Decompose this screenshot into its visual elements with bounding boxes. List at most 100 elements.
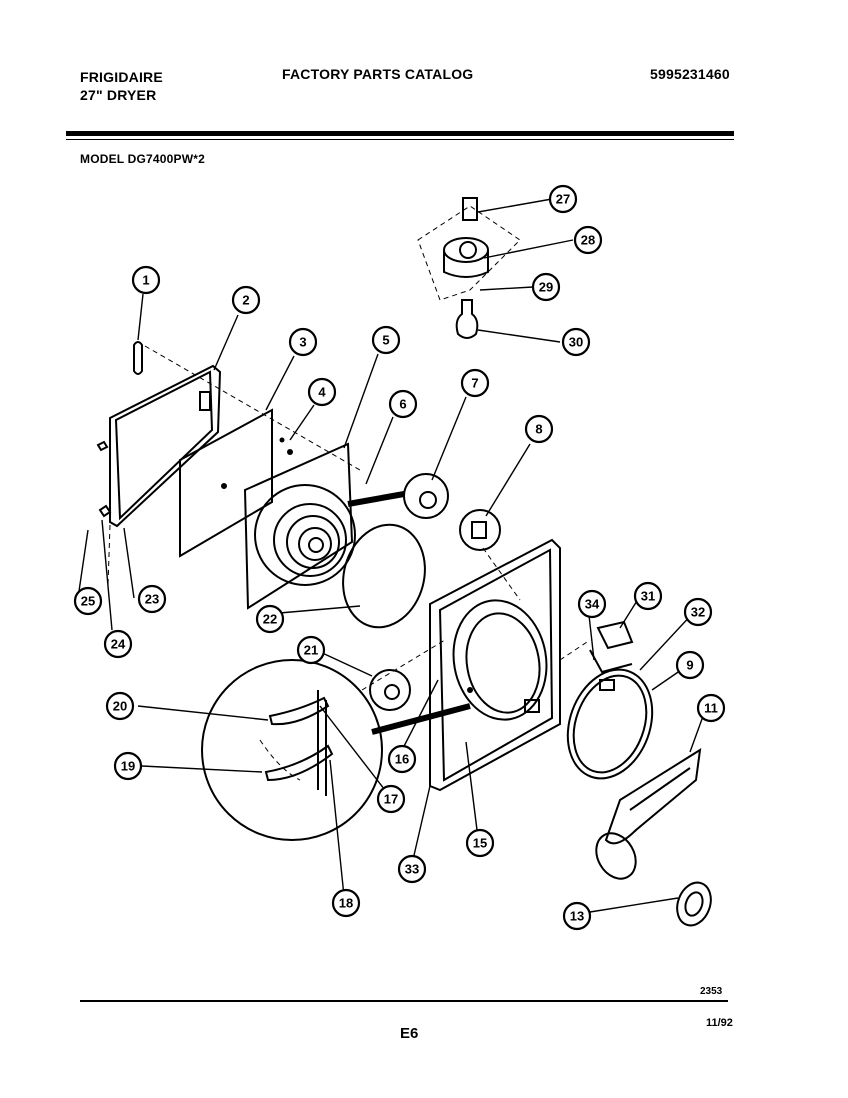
svg-text:28: 28: [581, 233, 595, 248]
svg-text:31: 31: [641, 589, 655, 604]
svg-text:19: 19: [121, 759, 135, 774]
bracket: [596, 620, 634, 650]
svg-text:32: 32: [691, 605, 705, 620]
callout-9: 9: [675, 650, 705, 680]
lamp-assembly: [417, 197, 521, 339]
svg-text:6: 6: [399, 397, 406, 412]
door-outer-panel-inner: [114, 370, 214, 521]
callout-19: 19: [113, 751, 143, 781]
door-latch-ring: [403, 473, 449, 519]
model-label: MODEL DG7400PW*2: [80, 152, 206, 166]
detail-magnifier: [201, 659, 383, 841]
door-inner-panel: [179, 408, 273, 558]
svg-text:16: 16: [395, 752, 409, 767]
callout-5: 5: [371, 325, 401, 355]
svg-text:3: 3: [299, 335, 306, 350]
page-number: E6: [400, 1025, 419, 1042]
svg-text:20: 20: [113, 699, 127, 714]
callout-3: 3: [288, 327, 318, 357]
callout-32: 32: [683, 597, 713, 627]
panel-screw: [221, 483, 227, 489]
callout-31: 31: [633, 581, 663, 611]
front-panel: [429, 538, 561, 792]
callout-17: 17: [376, 784, 406, 814]
svg-text:4: 4: [318, 385, 326, 400]
callout-34: 34: [577, 589, 607, 619]
hinge-bracket-upper: [268, 696, 330, 726]
callout-23: 23: [137, 584, 167, 614]
callout-8: 8: [524, 414, 554, 444]
callout-7: 7: [460, 368, 490, 398]
duct-seal-ring: [566, 668, 654, 780]
door-stop: [98, 504, 112, 518]
door-handle: [199, 391, 211, 411]
svg-text:27: 27: [556, 192, 570, 207]
hinge-bracket-lower: [264, 744, 334, 782]
callout-18: 18: [331, 888, 361, 918]
footer-rule: [80, 1000, 728, 1002]
door-gasket: [342, 523, 426, 629]
callout-29: 29: [531, 272, 561, 302]
duct-assembly: [566, 620, 712, 927]
svg-text:23: 23: [145, 592, 159, 607]
svg-text:17: 17: [384, 792, 398, 807]
catalog-title: FACTORY PARTS CATALOG: [282, 66, 474, 82]
svg-text:8: 8: [535, 422, 542, 437]
hinge-pin: [133, 341, 143, 375]
brand-block: FRIGIDAIRE 27" DRYER: [80, 68, 163, 104]
callout-6: 6: [388, 389, 418, 419]
callout-25: 25: [73, 586, 103, 616]
callout-2: 2: [231, 285, 261, 315]
svg-text:5: 5: [382, 333, 389, 348]
svg-text:15: 15: [473, 836, 487, 851]
callout-24: 24: [103, 629, 133, 659]
svg-text:25: 25: [81, 594, 95, 609]
callout-20: 20: [105, 691, 135, 721]
svg-text:21: 21: [304, 643, 318, 658]
svg-text:11: 11: [704, 701, 718, 716]
svg-text:29: 29: [539, 280, 553, 295]
callout-27: 27: [548, 184, 578, 214]
door-assembly: [96, 341, 426, 629]
header-rule-thin: [66, 139, 734, 140]
callout-15: 15: [465, 828, 495, 858]
catalog-number: 5995231460: [650, 66, 730, 82]
svg-text:22: 22: [263, 612, 277, 627]
callout-4: 4: [307, 377, 337, 407]
figure-number: 2353: [700, 986, 723, 997]
front-panel-assembly: [347, 473, 591, 792]
lint-duct: [604, 748, 702, 845]
bushing: [676, 881, 712, 927]
product-name: 27" DRYER: [80, 87, 157, 103]
svg-text:9: 9: [686, 658, 693, 673]
svg-text:1: 1: [142, 273, 149, 288]
window-ring: [254, 484, 356, 586]
callout-33: 33: [397, 854, 427, 884]
callout-16: 16: [387, 744, 417, 774]
callout-13: 13: [562, 901, 592, 931]
svg-text:7: 7: [471, 376, 478, 391]
lamp-bulb: [455, 299, 479, 339]
door-outer-panel: [109, 364, 222, 528]
hinge-detail: [201, 659, 383, 841]
front-opening: [452, 599, 548, 721]
svg-text:13: 13: [570, 909, 584, 924]
svg-text:18: 18: [339, 896, 353, 911]
revision-date: 11/92: [706, 1017, 733, 1029]
callout-30: 30: [561, 327, 591, 357]
callout-1: 1: [131, 265, 161, 295]
lamp-socket-terminal: [462, 197, 478, 221]
strike-ring: [369, 669, 411, 711]
svg-text:2: 2: [242, 293, 249, 308]
door-liner: [243, 442, 354, 610]
callout-21: 21: [296, 635, 326, 665]
brand-name: FRIGIDAIRE: [80, 69, 163, 85]
svg-text:34: 34: [585, 597, 600, 612]
callout-11: 11: [696, 693, 726, 723]
svg-text:30: 30: [569, 335, 583, 350]
door-switch-ring: [459, 509, 501, 551]
svg-text:24: 24: [111, 637, 126, 652]
callout-22: 22: [255, 604, 285, 634]
header-rule: [66, 131, 734, 136]
